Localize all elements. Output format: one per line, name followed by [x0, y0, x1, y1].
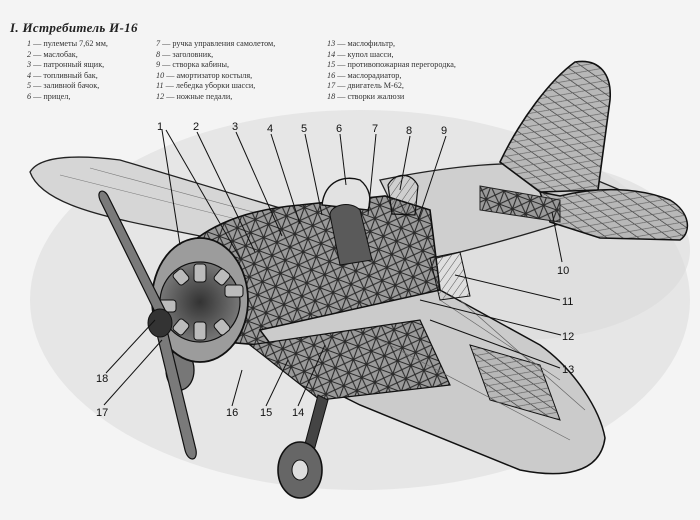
callout-13: 13 — [562, 364, 574, 376]
callout-4: 4 — [267, 123, 273, 135]
leader-lines — [103, 129, 563, 407]
callout-14: 14 — [292, 407, 304, 419]
callout-3: 3 — [232, 121, 238, 133]
legend-column-2: 7 — ручка управления самолетом, 8 — заго… — [156, 39, 275, 103]
legend-column-3: 13 — маслофильтр, 14 — купол шасси, 15 —… — [327, 39, 456, 103]
legend-item-4: 4 — топливный бак, — [27, 70, 98, 80]
legend-item-12: 12 — ножные педали, — [156, 91, 233, 101]
callout-1: 1 — [157, 121, 163, 133]
legend-item-7: 7 — ручка управления самолетом, — [156, 39, 276, 48]
wing-structure-cutaway — [248, 319, 451, 401]
legend-column-1: 1 — пулеметы 7,62 мм, 2 — маслобак, 3 — … — [27, 39, 108, 103]
callout-numbers: 1 2 3 4 5 6 7 8 9 10 11 12 13 14 15 16 1… — [96, 121, 574, 419]
vertical-tail — [498, 60, 611, 193]
legend-item-5: 5 — заливной бачок, — [27, 81, 100, 91]
legend-item-2: 2 — маслобак, — [27, 49, 78, 59]
callout-15: 15 — [260, 407, 272, 419]
legend-item-11: 11 — лебедка уборки шасси, — [156, 81, 256, 91]
callout-17: 17 — [96, 407, 108, 419]
propeller-upper-blade — [98, 190, 167, 319]
diagram-title: I. Истребитель И-16 — [10, 20, 138, 35]
callout-7: 7 — [372, 123, 378, 135]
legend-item-10: 10 — амортизатор костыля, — [156, 70, 253, 80]
legend-item-1: 1 — пулеметы 7,62 мм, — [27, 39, 108, 48]
callout-16: 16 — [226, 407, 238, 419]
legend-item-16: 16 — маслорадиатор, — [327, 70, 402, 80]
legend-item-6: 6 — прицел, — [27, 91, 71, 101]
legend-item-15: 15 — противопожарная перегородка, — [327, 60, 456, 70]
callout-2: 2 — [193, 121, 199, 133]
callout-10: 10 — [557, 265, 569, 277]
callout-11: 11 — [562, 296, 573, 308]
callout-5: 5 — [301, 123, 307, 135]
callout-6: 6 — [336, 123, 342, 135]
legend-item-18: 18 — створки жалюзи — [327, 91, 405, 101]
headrest — [387, 174, 419, 216]
legend-item-9: 9 — створка кабины, — [156, 60, 230, 70]
pilot-figure — [329, 204, 373, 266]
legend-item-8: 8 — заголовник, — [156, 49, 214, 59]
callout-18: 18 — [96, 373, 108, 385]
legend-item-3: 3 — патронный ящик, — [27, 60, 105, 70]
horizontal-tail — [538, 188, 689, 241]
legend-item-14: 14 — купол шасси, — [327, 49, 394, 59]
legend-item-17: 17 — двигатель М-62, — [327, 81, 404, 91]
propeller-lower-blade — [155, 325, 197, 460]
callout-9: 9 — [441, 125, 447, 137]
callout-8: 8 — [406, 125, 412, 137]
propeller-hub — [147, 308, 173, 338]
shutter-flaps — [429, 251, 471, 301]
callout-12: 12 — [562, 331, 574, 343]
legend-item-13: 13 — маслофильтр, — [327, 39, 396, 48]
